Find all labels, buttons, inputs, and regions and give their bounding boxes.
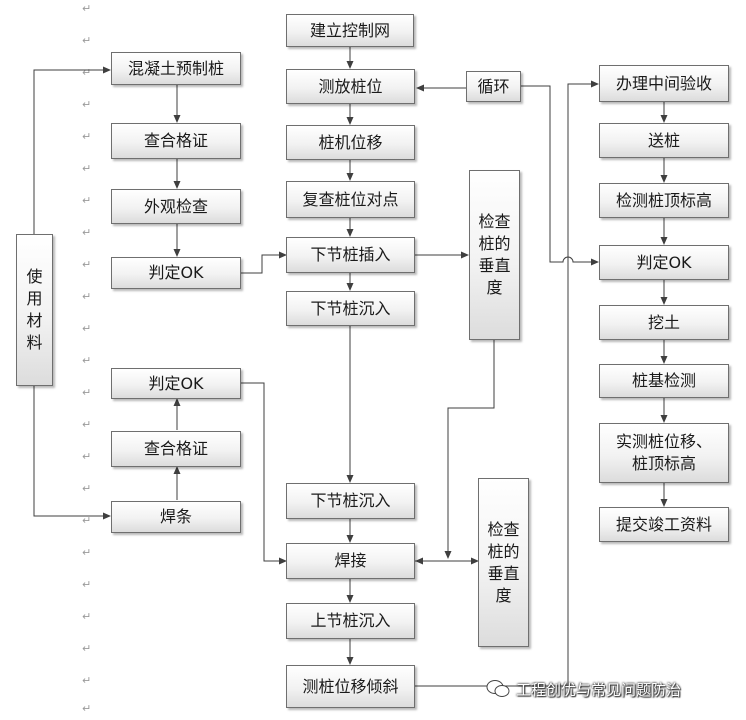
paragraph-mark: ↵ — [82, 610, 92, 623]
box-use-materials: 使 用 材 料 — [16, 234, 53, 386]
paragraph-mark: ↵ — [82, 322, 92, 335]
box-judge-ok-3: 判定OK — [599, 245, 729, 280]
box-upper-pile-sink: 上节桩沉入 — [286, 603, 415, 639]
paragraph-mark: ↵ — [82, 226, 92, 239]
paragraph-mark: ↵ — [82, 354, 92, 367]
box-cert-check-2: 查合格证 — [111, 431, 241, 467]
arrow-ok2-to-weld — [241, 382, 287, 565]
arrow-use-to-pile — [33, 66, 111, 234]
paragraph-mark: ↵ — [82, 34, 92, 47]
paragraph-mark: ↵ — [82, 98, 92, 111]
paragraph-mark: ↵ — [82, 2, 92, 15]
paragraph-mark: ↵ — [82, 514, 92, 527]
box-foundation-test: 桩基检测 — [599, 364, 729, 398]
wechat-icon — [486, 680, 510, 697]
box-lower-pile-insert: 下节桩插入 — [286, 237, 415, 273]
paragraph-mark: ↵ — [82, 418, 92, 431]
paragraph-mark: ↵ — [82, 674, 92, 687]
paragraph-mark: ↵ — [82, 578, 92, 591]
box-check-verticality-1: 检查 桩的 垂直 度 — [469, 170, 520, 340]
paragraph-mark: ↵ — [82, 482, 92, 495]
paragraph-mark: ↵ — [82, 162, 92, 175]
box-check-verticality-2: 检查 桩的 垂直 度 — [478, 478, 529, 647]
box-interim-acceptance: 办理中间验收 — [599, 65, 729, 102]
box-measure-tilt: 测桩位移倾斜 — [286, 665, 415, 708]
arrow-vertical1-to-weld — [444, 340, 495, 559]
watermark-text: 工程创优与常见问题防治 — [516, 680, 682, 699]
box-welding: 焊接 — [286, 543, 415, 579]
box-lower-pile-sink-1: 下节桩沉入 — [286, 291, 415, 326]
paragraph-mark: ↵ — [82, 258, 92, 271]
arrow-ok-to-insert — [241, 251, 287, 274]
watermark: 工程创优与常见问题防治 — [486, 676, 736, 702]
box-pile-top-elevation: 检测桩顶标高 — [599, 183, 729, 218]
paragraph-mark: ↵ — [82, 130, 92, 143]
box-rig-move: 桩机位移 — [286, 125, 415, 160]
box-send-pile: 送桩 — [599, 123, 729, 158]
paragraph-mark: ↵ — [82, 290, 92, 303]
box-judge-ok-2: 判定OK — [111, 368, 241, 399]
line-cycle-to-right-ok — [521, 85, 599, 266]
box-excavation: 挖土 — [599, 305, 729, 340]
paragraph-mark: ↵ — [82, 642, 92, 655]
box-measure-displacement: 实测桩位移、 桩顶标高 — [599, 423, 729, 483]
box-stake-out: 测放桩位 — [286, 69, 415, 104]
box-visual-inspection: 外观检查 — [111, 189, 241, 224]
paragraph-mark: ↵ — [82, 194, 92, 207]
box-lower-pile-sink-2: 下节桩沉入 — [286, 483, 415, 519]
box-judge-ok-1: 判定OK — [111, 257, 241, 289]
box-welding-rod: 焊条 — [111, 501, 241, 533]
paragraph-mark: ↵ — [82, 702, 92, 715]
box-submit-documents: 提交竣工资料 — [599, 507, 729, 542]
paragraph-mark: ↵ — [82, 546, 92, 559]
box-recheck-position: 复查桩位对点 — [286, 181, 415, 218]
box-control-network: 建立控制网 — [286, 14, 414, 47]
arrow-use-to-rod — [33, 386, 111, 520]
box-cycle: 循环 — [466, 71, 521, 102]
paragraph-mark: ↵ — [82, 66, 92, 79]
box-concrete-pile: 混凝土预制桩 — [111, 52, 241, 85]
box-cert-check-1: 查合格证 — [111, 123, 241, 159]
paragraph-mark: ↵ — [82, 386, 92, 399]
paragraph-mark: ↵ — [82, 450, 92, 463]
